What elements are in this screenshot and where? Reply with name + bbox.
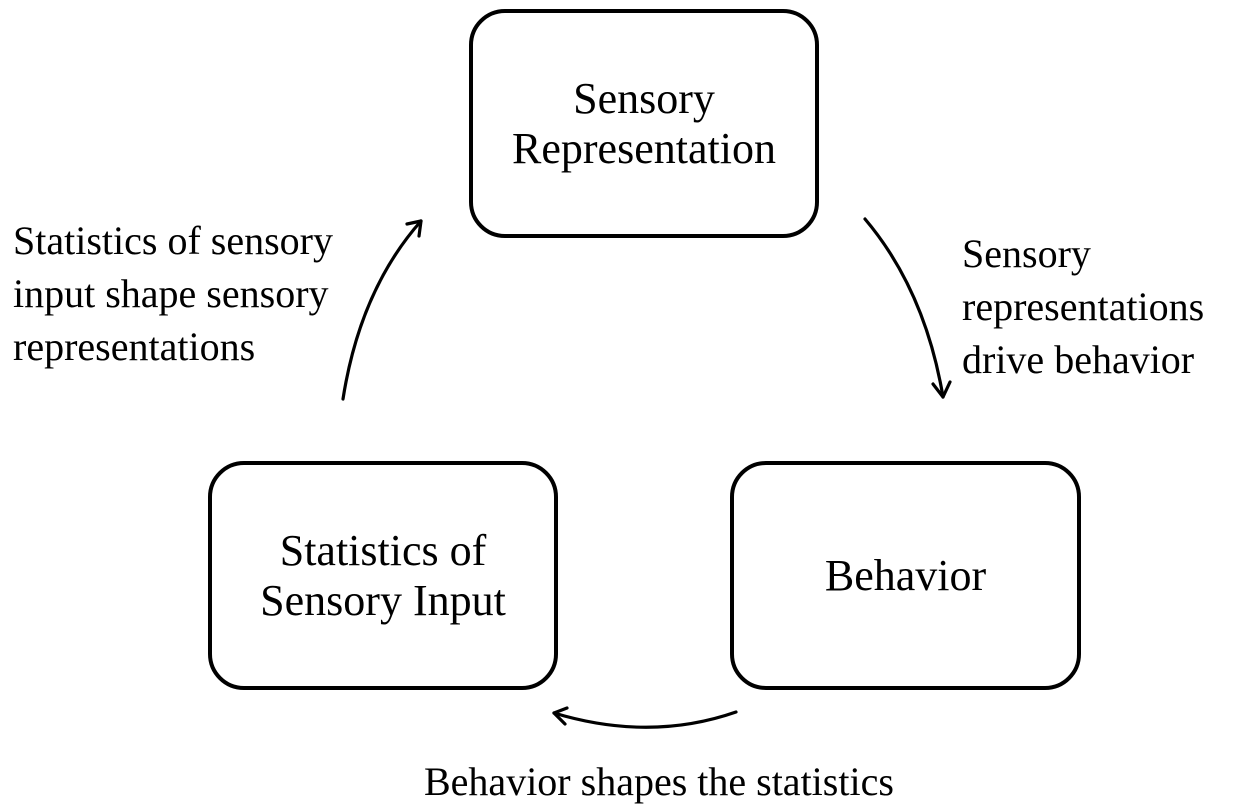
edge-label-line: Behavior shapes the statistics: [424, 759, 894, 804]
arrow-representation-to-behavior-head: [931, 380, 952, 399]
arrow-behavior-to-input-shaft: [552, 710, 738, 729]
edge-label-representation-to-behavior: Sensory representations drive behavior: [962, 227, 1204, 386]
edge-label-line: Statistics of sensory: [13, 218, 333, 263]
node-label-line: Representation: [512, 123, 776, 173]
edge-label-line: representations: [13, 324, 256, 369]
arrow-representation-to-behavior-shaft: [863, 217, 945, 399]
node-statistics-of-sensory-input-label: Statistics of Sensory Input: [260, 526, 506, 626]
node-behavior: Behavior: [730, 461, 1081, 690]
arrow-input-to-representation-shaft: [341, 219, 423, 401]
edge-label-behavior-to-input: Behavior shapes the statistics: [424, 755, 894, 808]
arrow-behavior-to-input-head: [552, 706, 569, 726]
arrow-representation-to-behavior: [863, 217, 952, 399]
edge-label-line: drive behavior: [962, 337, 1195, 382]
node-behavior-label: Behavior: [825, 551, 986, 601]
node-sensory-representation-label: Sensory Representation: [512, 74, 776, 174]
arrow-behavior-to-input: [552, 706, 738, 729]
node-label-line: Statistics of: [279, 525, 487, 575]
node-label-line: Behavior: [824, 550, 987, 600]
node-sensory-representation: Sensory Representation: [469, 9, 819, 238]
node-label-line: Sensory Input: [260, 575, 506, 625]
edge-label-line: representations: [962, 284, 1205, 329]
edge-label-line: Sensory: [962, 231, 1091, 276]
arrow-input-to-representation: [341, 219, 423, 401]
arrow-input-to-representation-head: [405, 219, 423, 238]
node-statistics-of-sensory-input: Statistics of Sensory Input: [208, 461, 558, 690]
node-label-line: Sensory: [573, 73, 715, 123]
edge-label-input-to-representation: Statistics of sensory input shape sensor…: [13, 214, 333, 373]
edge-label-line: input shape sensory: [13, 271, 329, 316]
